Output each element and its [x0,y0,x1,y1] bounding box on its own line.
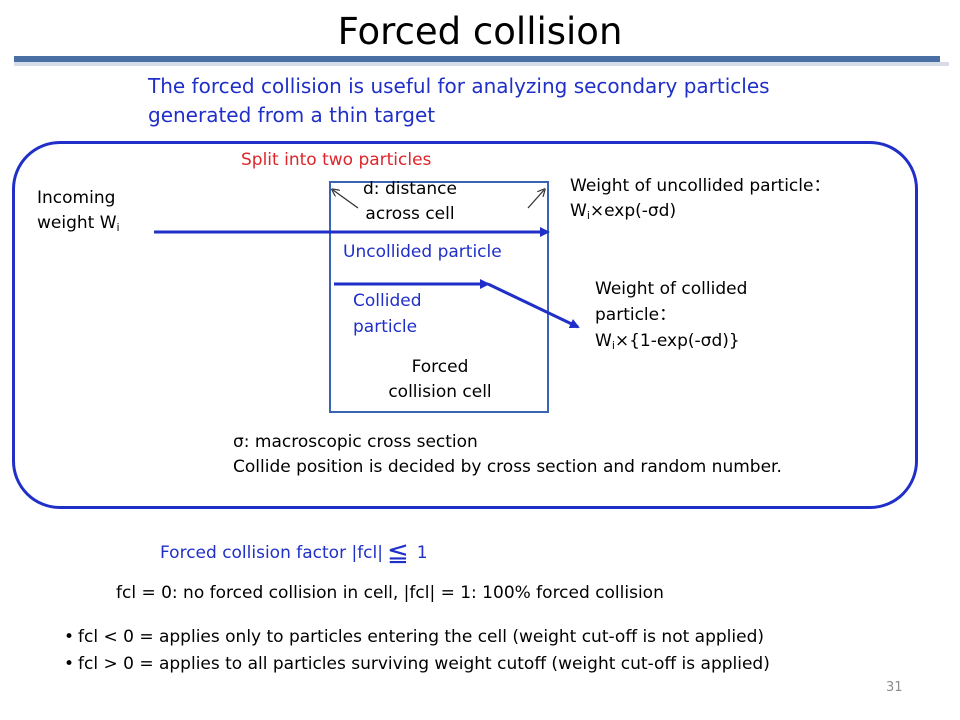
slide-title: Forced collision [337,10,623,53]
distance-line1: d: distance [363,179,457,199]
uncollided-w: W [570,201,587,221]
cell-line2: collision cell [388,382,492,402]
leq-symbol: ≦ [386,538,409,568]
factor-label: Forced collision factor |fcl| [160,543,383,563]
collided-weight-title2: particle： [595,305,677,325]
factor-value: 1 [416,543,428,563]
collided-formula: ×{1-exp(-σd)} [614,331,740,351]
sigma-note: σ: macroscopic cross section Collide pos… [233,430,782,480]
intro-text: The forced collision is useful for analy… [148,74,770,127]
uncollided-weight-formula: Weight of uncollided particle： Wi×exp(-σ… [570,174,830,228]
collided-w-sub: i [611,339,615,352]
title-underline-shadow [14,62,949,66]
collided-particle-label: Collided particle [353,288,421,340]
incoming-line2: weight Wi [37,211,120,240]
distance-line2: across cell [365,204,455,224]
cell-line1: Forced [411,357,469,377]
fcl-bullet-list: fcl < 0 = applies only to particles ente… [64,624,770,678]
collided-line1: Collided [353,291,422,311]
incoming-weight-sub: i [116,221,120,234]
title-underline [14,56,940,62]
bullet-negative-fcl: fcl < 0 = applies only to particles ente… [64,624,770,651]
page-number: 31 [886,680,903,695]
distance-label: d: distance across cell [345,177,475,227]
incoming-weight-text: weight W [37,213,117,233]
cell-label: Forced collision cell [340,355,540,405]
uncollided-weight-expression: Wi×exp(-σd) [570,199,830,228]
uncollided-particle-label: Uncollided particle [343,242,502,262]
split-label: Split into two particles [241,150,432,170]
sigma-definition: σ: macroscopic cross section [233,432,478,452]
forced-collision-factor: Forced collision factor |fcl|≦ 1 [160,538,428,568]
collided-weight-title1: Weight of collided [595,279,748,299]
incoming-weight-label: Incoming weight Wi [37,186,120,240]
collided-weight-formula: Weight of collided particle： Wi×{1-exp(-… [595,276,747,359]
uncollided-formula: ×exp(-σd) [589,201,677,221]
fcl-definition: fcl = 0: no forced collision in cell, |f… [116,583,664,603]
uncollided-w-sub: i [586,209,590,222]
uncollided-weight-title: Weight of uncollided particle： [570,176,831,196]
collided-w: W [595,331,612,351]
bullet-positive-fcl: fcl > 0 = applies to all particles survi… [64,651,770,678]
diagram-frame [12,141,918,509]
collided-weight-expression: Wi×{1-exp(-σd)} [595,328,747,359]
incoming-line1: Incoming [37,188,116,208]
collided-line2: particle [353,317,418,337]
collide-position-note: Collide position is decided by cross sec… [233,457,782,477]
